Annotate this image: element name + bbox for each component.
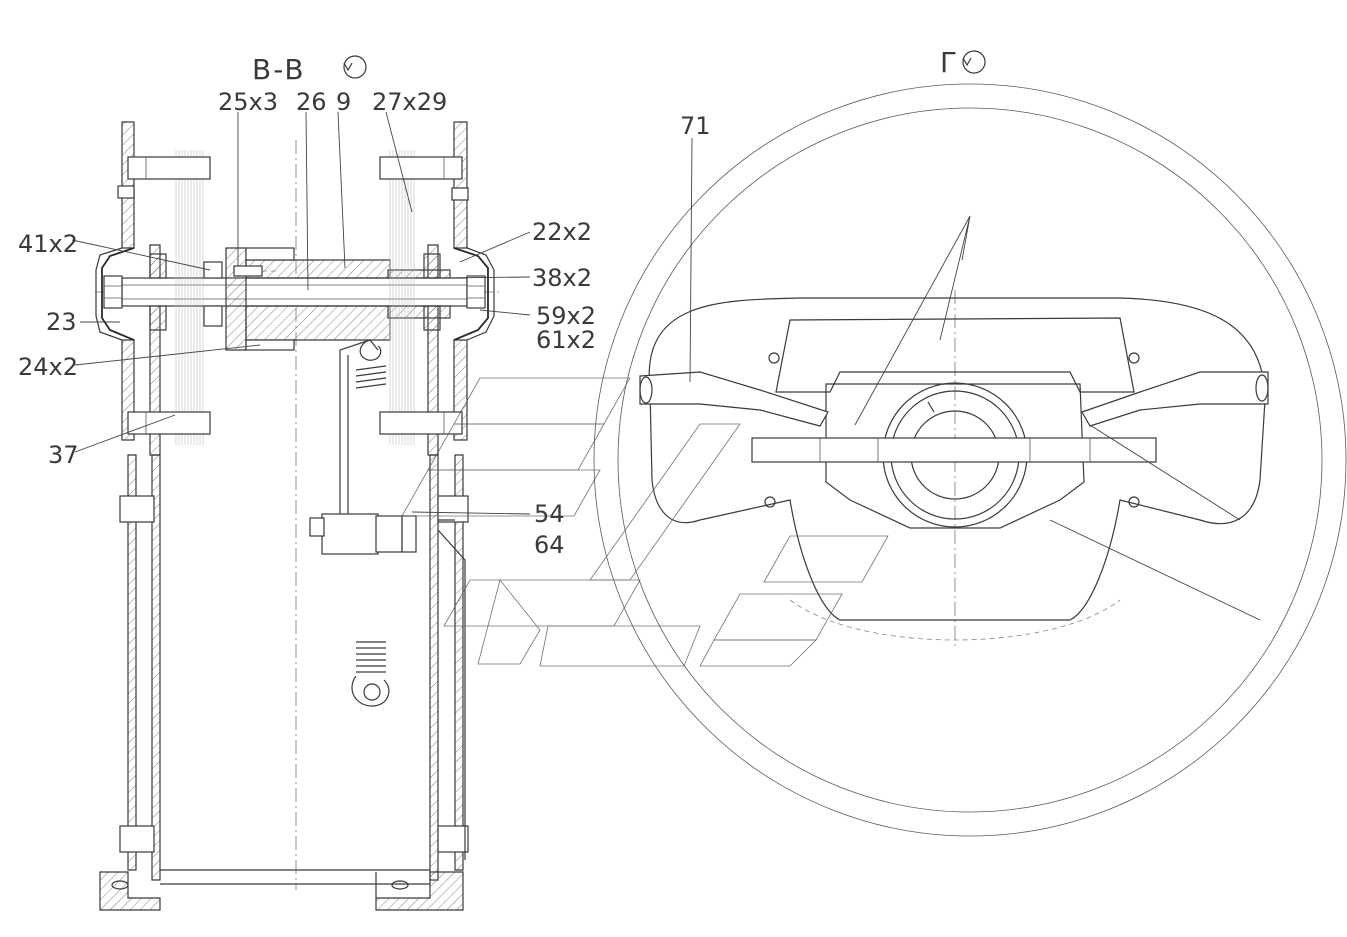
spring-coil-left [175, 150, 204, 445]
section-view-b-b: B-B [95, 53, 500, 911]
rotation-symbol-icon-2 [962, 50, 986, 74]
part-labels: 25x3 26 9 27x29 41x2 22x2 38x2 23 59x2 6… [18, 88, 711, 559]
label-61x2: 61x2 [536, 326, 596, 354]
section-title: B-B [252, 53, 306, 86]
wheel-rim-outer [593, 83, 1347, 837]
label-27x29: 27x29 [372, 88, 447, 116]
watermark-stamp-icon [401, 377, 889, 667]
label-25x3: 25x3 [218, 88, 278, 116]
spring-hook-lower [351, 641, 390, 707]
label-37: 37 [48, 441, 79, 469]
handle-right[interactable] [1081, 371, 1269, 427]
bolt-top-right [379, 156, 469, 201]
spring-coil-right [389, 150, 415, 445]
label-54: 54 [534, 500, 565, 528]
bolt-bottom-right [379, 411, 463, 435]
label-38x2: 38x2 [532, 264, 592, 292]
bolt-bottom-left [127, 411, 211, 435]
label-64: 64 [534, 531, 565, 559]
label-22x2: 22x2 [532, 218, 592, 246]
label-23: 23 [46, 308, 77, 336]
label-71: 71 [680, 112, 711, 140]
label-24x2: 24x2 [18, 353, 78, 381]
label-26: 26 [296, 88, 327, 116]
label-9: 9 [336, 88, 351, 116]
label-41x2: 41x2 [18, 230, 78, 258]
leader-lines [71, 111, 693, 515]
wheel-rim-inner [617, 107, 1323, 813]
view-g: Г [593, 46, 1347, 837]
view-title: Г [940, 46, 959, 79]
cross-bar [751, 437, 1157, 463]
handle-left[interactable] [639, 371, 829, 427]
rotation-symbol-icon [343, 55, 367, 79]
label-59x2: 59x2 [536, 302, 596, 330]
spring-hook-upper [355, 339, 387, 389]
bolt-top-left [117, 156, 211, 199]
